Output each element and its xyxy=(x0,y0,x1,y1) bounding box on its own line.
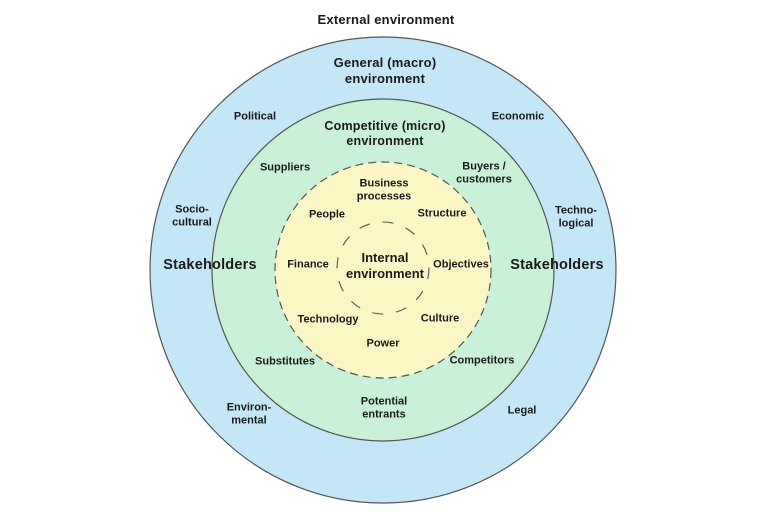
factor-competitors: Competitors xyxy=(449,354,515,367)
factor-finance: Finance xyxy=(287,258,329,271)
stakeholders-right-label: Stakeholders xyxy=(510,257,604,274)
macro-environment-label: General (macro) environment xyxy=(333,55,437,86)
factor-substitutes: Substitutes xyxy=(255,355,315,368)
factor-technological: Techno- logical xyxy=(555,204,597,230)
factor-business-processes: Business processes xyxy=(356,177,412,203)
factor-people: People xyxy=(308,208,346,221)
internal-environment-label: Internal environment xyxy=(345,250,425,281)
factor-buyers-customers: Buyers / customers xyxy=(456,160,512,186)
factor-structure: Structure xyxy=(417,207,467,220)
internal-core-dashed-circle xyxy=(336,221,430,315)
factor-legal: Legal xyxy=(507,404,537,417)
factor-objectives: Objectives xyxy=(433,258,489,271)
factor-environmental: Environ- mental xyxy=(226,401,272,427)
factor-economic: Economic xyxy=(491,110,545,123)
factor-political: Political xyxy=(233,110,277,123)
micro-environment-label: Competitive (micro) environment xyxy=(324,118,446,148)
external-environment-title: External environment xyxy=(317,12,455,28)
factor-potential-entrants: Potential entrants xyxy=(360,395,408,421)
factor-power: Power xyxy=(366,337,400,350)
factor-suppliers: Suppliers xyxy=(259,161,311,174)
stakeholders-left-label: Stakeholders xyxy=(163,257,257,274)
factor-technology: Technology xyxy=(297,313,359,326)
factor-sociocultural: Socio- cultural xyxy=(172,203,212,229)
factor-culture: Culture xyxy=(420,312,460,325)
internal-environment-circle xyxy=(274,161,492,379)
